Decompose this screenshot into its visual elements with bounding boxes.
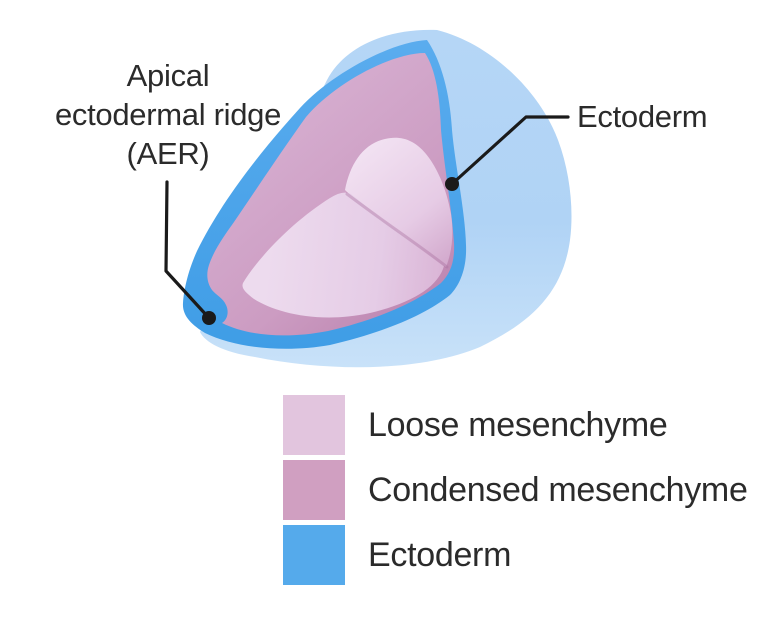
aer-leader-line xyxy=(164,180,211,320)
legend-label-condensed-mesenchyme: Condensed mesenchyme xyxy=(368,470,748,509)
aer-label-line-1: Apical xyxy=(126,58,210,93)
loose-mesenchyme-dome-shape xyxy=(345,137,453,267)
legend: Loose mesenchyme Condensed mesenchyme Ec… xyxy=(283,395,748,590)
aer-leader-dot xyxy=(202,311,216,325)
aer-label-line-3: (AER) xyxy=(126,136,210,171)
aer-label-line-2: ectodermal ridge xyxy=(54,97,282,132)
legend-label-ectoderm: Ectoderm xyxy=(368,535,512,574)
ectoderm-leader-dot xyxy=(445,177,459,191)
legend-swatch-loose-mesenchyme xyxy=(283,395,345,455)
legend-row-loose-mesenchyme: Loose mesenchyme xyxy=(283,395,748,455)
legend-swatch-ectoderm xyxy=(283,525,345,585)
legend-row-ectoderm: Ectoderm xyxy=(283,525,748,585)
cut-corner-crease xyxy=(345,192,449,269)
legend-label-loose-mesenchyme: Loose mesenchyme xyxy=(368,405,668,444)
loose-mesenchyme-floor-shape xyxy=(242,192,444,318)
ectoderm-label: Ectoderm xyxy=(577,99,708,134)
legend-row-condensed-mesenchyme: Condensed mesenchyme xyxy=(283,460,748,520)
legend-swatch-condensed-mesenchyme xyxy=(283,460,345,520)
aer-label: Apical ectodermal ridge (AER) xyxy=(28,56,308,173)
ectoderm-leader-line xyxy=(450,115,570,186)
